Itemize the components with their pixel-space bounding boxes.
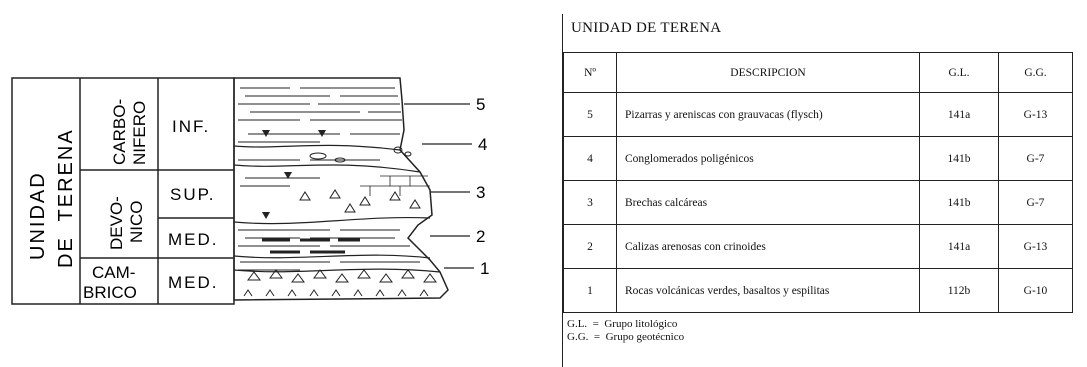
- cell-descripcion: Calizas arenosas con crinoides: [616, 224, 920, 269]
- layer-number-1: 1: [480, 259, 489, 278]
- cell-descripcion: Conglomerados poligénicos: [616, 136, 920, 181]
- cell-gl: 141a: [919, 92, 999, 137]
- table-row: 5 Pizarras y areniscas con grauvacas (fl…: [563, 92, 1073, 137]
- table-title: UNIDAD DE TERENA: [571, 20, 722, 36]
- header-number: Nº: [563, 52, 617, 93]
- layer-number-5: 5: [476, 95, 485, 114]
- cell-gl: 112b: [919, 268, 999, 313]
- cell-gl: 141a: [919, 224, 999, 269]
- volcanic-symbols: [243, 289, 429, 297]
- footer-gg-note: G.G. = Grupo geotécnico: [567, 331, 685, 343]
- lithology-column: [233, 77, 449, 301]
- cell-gg: G-7: [998, 136, 1073, 181]
- series-med-cambrico: MED.: [168, 273, 219, 292]
- header-gg: G.G.: [998, 52, 1073, 93]
- system-devonico-2: NICO: [127, 201, 146, 244]
- header-gl: G.L.: [919, 52, 999, 93]
- cell-gg: G-13: [998, 224, 1073, 269]
- system-devonico-1: DEVO-: [107, 196, 126, 250]
- system-carbonifero-2: NIFERO: [130, 101, 149, 165]
- layer-number-4: 4: [478, 135, 487, 154]
- cell-gg: G-7: [998, 180, 1073, 225]
- table-footer: G.L. = Grupo litológico G.G. = Grupo geo…: [567, 318, 684, 344]
- table-row: 2 Calizas arenosas con crinoides 141a G-…: [563, 224, 1073, 269]
- filled-triangles: [262, 130, 326, 219]
- footer-gl-note: G.L. = Grupo litológico: [567, 318, 678, 330]
- layer-number-2: 2: [476, 227, 485, 246]
- cell-number: 5: [563, 92, 617, 137]
- table-row: 4 Conglomerados poligénicos 141b G-7: [563, 136, 1073, 181]
- layer-number-3: 3: [476, 183, 485, 202]
- breccia-symbols: [247, 189, 437, 283]
- conglomerate-symbols: [309, 146, 412, 163]
- table-row: 1 Rocas volcánicas verdes, basaltos y es…: [563, 268, 1073, 313]
- cell-number: 1: [563, 268, 617, 313]
- units-table: Nº DESCRIPCION G.L. G.G. 5 Pizarras y ar…: [563, 52, 1073, 313]
- legend-table: UNIDAD DE TERENA Nº DESCRIPCION G.L. G.G…: [562, 14, 1073, 367]
- cell-gg: G-10: [998, 268, 1073, 313]
- unit-label-unidad: UNIDAD: [27, 171, 49, 260]
- series-sup: SUP.: [170, 185, 216, 204]
- cell-number: 3: [563, 180, 617, 225]
- cell-gg: G-13: [998, 92, 1073, 137]
- unit-label-terena: DE TERENA: [55, 128, 77, 268]
- table-row: 3 Brechas calcáreas 141b G-7: [563, 180, 1073, 225]
- cell-descripcion: Brechas calcáreas: [616, 180, 920, 225]
- cell-gl: 141b: [919, 136, 999, 181]
- cell-number: 4: [563, 136, 617, 181]
- cell-gl: 141b: [919, 180, 999, 225]
- header-descripcion: DESCRIPCION: [616, 52, 920, 93]
- system-carbonifero-1: CARBO-: [110, 99, 129, 165]
- system-cambrico-1: CAM-: [92, 263, 135, 282]
- cell-number: 2: [563, 224, 617, 269]
- series-inf: INF.: [172, 117, 210, 136]
- table-header-row: Nº DESCRIPCION G.L. G.G.: [563, 52, 1073, 93]
- system-cambrico-2: BRICO: [83, 283, 137, 302]
- stratigraphic-column: UNIDAD DE TERENA CARBO- NIFERO DEVO- NIC…: [11, 77, 489, 305]
- cell-descripcion: Pizarras y areniscas con grauvacas (flys…: [616, 92, 920, 137]
- leader-lines: [404, 103, 474, 269]
- cell-descripcion: Rocas volcánicas verdes, basaltos y espi…: [616, 268, 920, 313]
- series-med-devonico: MED.: [168, 230, 219, 249]
